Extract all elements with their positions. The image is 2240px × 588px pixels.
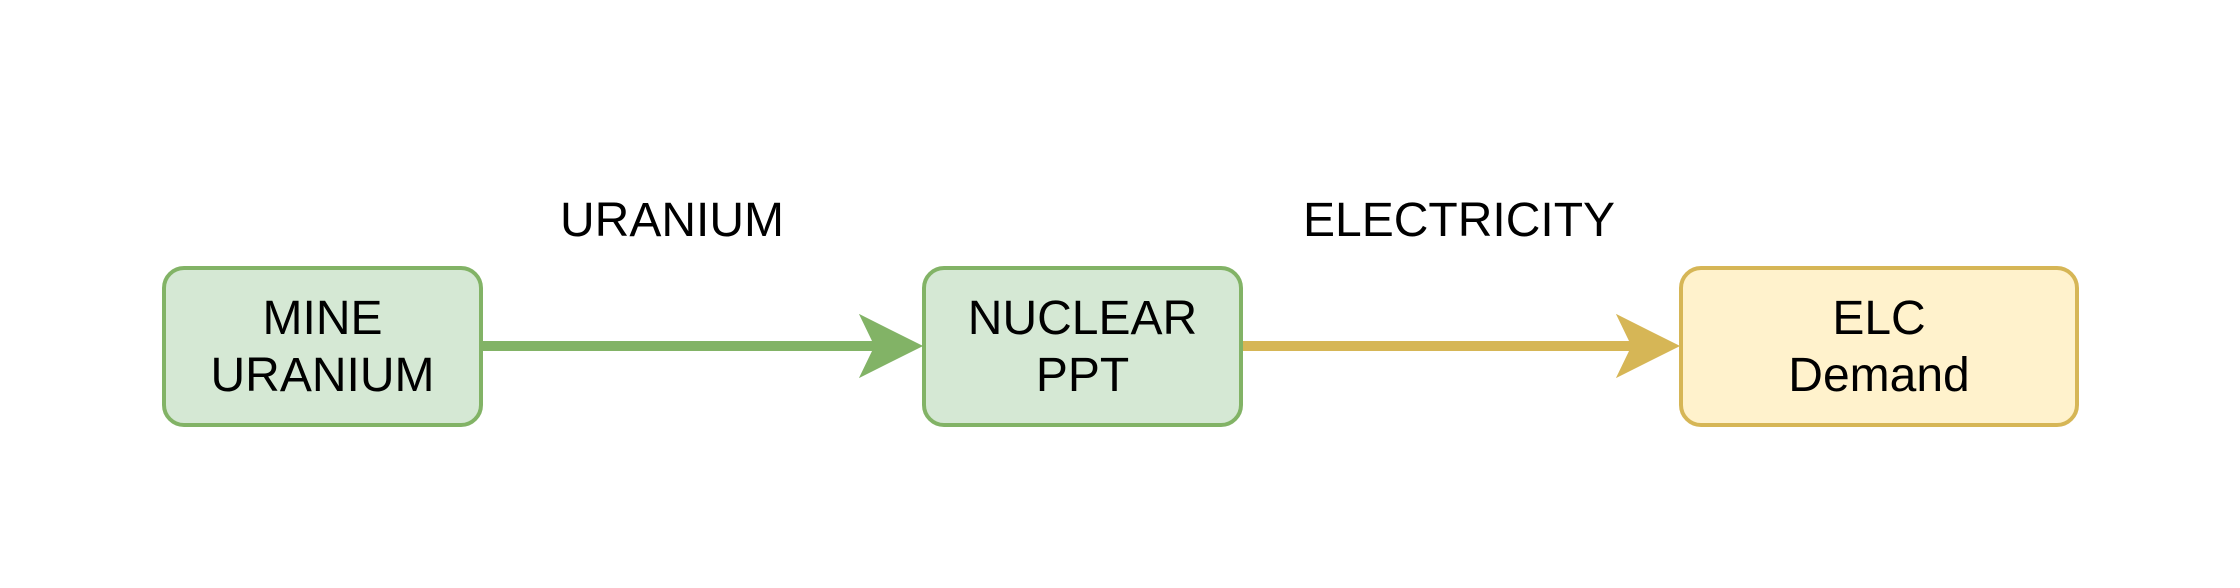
node-nuclear-ppt-line-1: NUCLEAR [967,291,1198,345]
edge-electricity [1243,313,1681,379]
edge-label-electricity: ELECTRICITY [1303,194,1616,247]
node-elc-demand-line-1: ELC [1832,291,1926,345]
node-elc-demand-line-2: Demand [1788,348,1970,402]
node-mine-uranium-line-2: URANIUM [210,348,435,402]
node-mine-uranium[interactable]: MINE URANIUM [162,266,483,427]
node-nuclear-ppt-line-2: PPT [1035,348,1130,402]
node-nuclear-ppt[interactable]: NUCLEAR PPT [922,266,1243,427]
node-mine-uranium-line-1: MINE [262,291,383,345]
edge-electricity-arrowhead [1615,313,1681,379]
edge-label-uranium: URANIUM [560,194,784,247]
node-elc-demand[interactable]: ELC Demand [1679,266,2079,427]
edge-uranium-arrowhead [858,313,924,379]
edge-uranium [483,313,924,379]
